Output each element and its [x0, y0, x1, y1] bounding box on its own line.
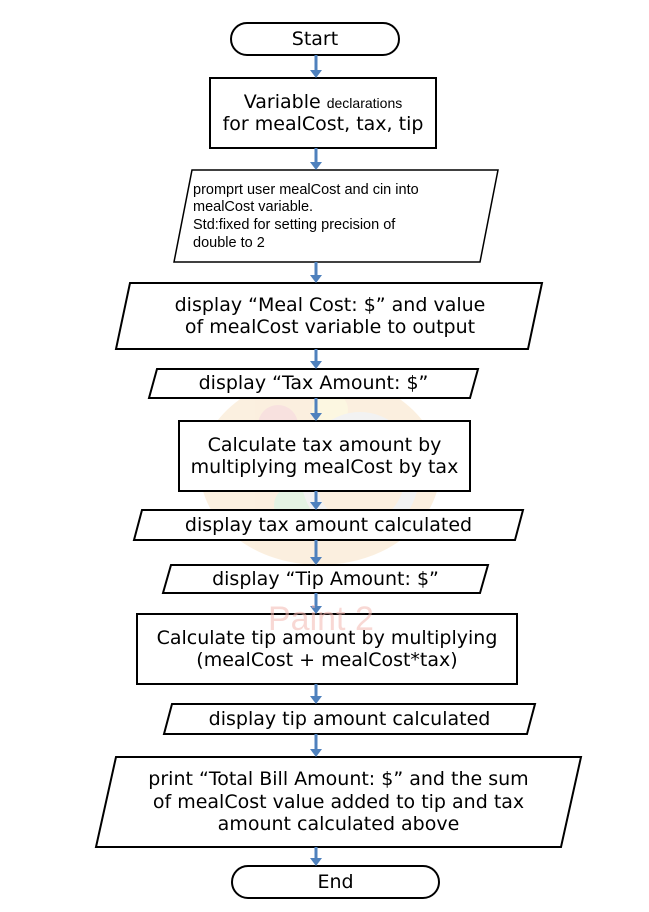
display-tax-value-text: display tax amount calculated [184, 513, 473, 536]
calc-tax-process-box [178, 420, 471, 492]
print-total-io-shape [94, 756, 583, 848]
declarations-line2: for mealCost, tax, tip [222, 113, 424, 135]
arrow-calc-tip-to-tip-value [310, 684, 322, 704]
display-meal-cost-io-shape [114, 282, 544, 350]
connector-arrows [310, 55, 322, 866]
arrow-prompt-to-display-meal-cost [310, 262, 322, 283]
arrow-tax-value-to-tip-label [310, 540, 322, 565]
end-terminator [231, 865, 440, 899]
arrow-start-to-declarations [310, 55, 322, 78]
arrow-calc-tax-to-tax-value [310, 491, 322, 510]
arrow-meal-cost-to-tax-label [310, 349, 322, 369]
display-tip-value-text: display tip amount calculated [208, 707, 491, 730]
prompt-text: promprt user mealCost and cin into mealC… [193, 181, 419, 251]
display-tax-label-text: display “Tax Amount: $” [198, 372, 429, 395]
declarations-line1-big: Variable [243, 90, 321, 113]
display-tax-value-io-shape [132, 509, 525, 541]
declarations-text: Variable declarations for mealCost, tax,… [210, 78, 436, 148]
calc-tip-process-box [136, 613, 518, 685]
arrow-print-total-to-end [310, 847, 322, 866]
arrow-tip-label-to-calc-tip [310, 593, 322, 614]
arrow-tax-label-to-calc-tax [310, 398, 322, 421]
declarations-line1-small: declarations [326, 94, 403, 111]
display-tip-value-io-shape [162, 703, 537, 735]
prompt-io-shape [173, 169, 499, 263]
end-label: End [317, 870, 354, 893]
arrow-declarations-to-prompt [310, 148, 322, 170]
display-tip-label-io-shape [161, 564, 490, 594]
display-tip-label-text: display “Tip Amount: $” [212, 567, 439, 590]
start-label: Start [291, 27, 339, 50]
arrow-tip-value-to-print-total [310, 734, 322, 757]
declarations-process-box [209, 77, 437, 149]
watermark-text: Paint 2 [268, 600, 374, 638]
print-total-text: print “Total Bill Amount: $” and the sum… [148, 768, 529, 836]
display-meal-cost-text: display “Meal Cost: $” and value of meal… [174, 293, 486, 338]
calc-tip-text: Calculate tip amount by multiplying (mea… [156, 626, 498, 671]
display-tax-label-io-shape [147, 368, 480, 399]
calc-tax-text: Calculate tax amount by multiplying meal… [190, 433, 459, 478]
